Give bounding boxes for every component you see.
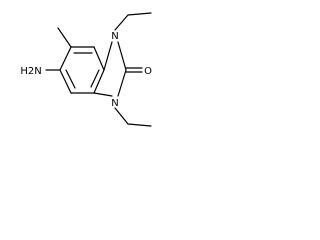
bond-c5-c6 — [59, 46, 72, 71]
n3-label: N — [111, 98, 118, 109]
benzene-ring — [59, 46, 105, 94]
double-bond-c7a-c3a-inner — [90, 69, 100, 88]
bond-c7a-c3a — [93, 69, 105, 94]
carbonyl-group — [125, 67, 143, 73]
double-bond-c6-c7-inner — [65, 69, 76, 89]
chemical-structure-diagram: N N O H2N — [20, 12, 152, 127]
bond-c6-c7 — [59, 69, 72, 94]
n3-ethyl-group — [114, 107, 152, 127]
bond-c3a-c4 — [93, 46, 105, 71]
n1-label: N — [111, 31, 118, 42]
imidazolone-ring — [93, 41, 127, 97]
bond-n1-ch2 — [114, 14, 129, 31]
bond-n3-ch2 — [114, 107, 129, 125]
bond-c2-n3 — [117, 69, 127, 97]
bond-ch2-ch3-bottom — [127, 123, 152, 127]
amine-label: H2N — [20, 66, 41, 77]
n1-ethyl-group — [114, 12, 152, 31]
bond-n3-c7a — [93, 92, 113, 97]
bond-n1-c2 — [117, 41, 127, 71]
carbonyl-oxygen-label: O — [144, 66, 152, 77]
bond-ch2-ch3-top — [127, 12, 152, 16]
methyl-bond — [57, 27, 72, 48]
bond-c3a-n1 — [103, 41, 113, 71]
